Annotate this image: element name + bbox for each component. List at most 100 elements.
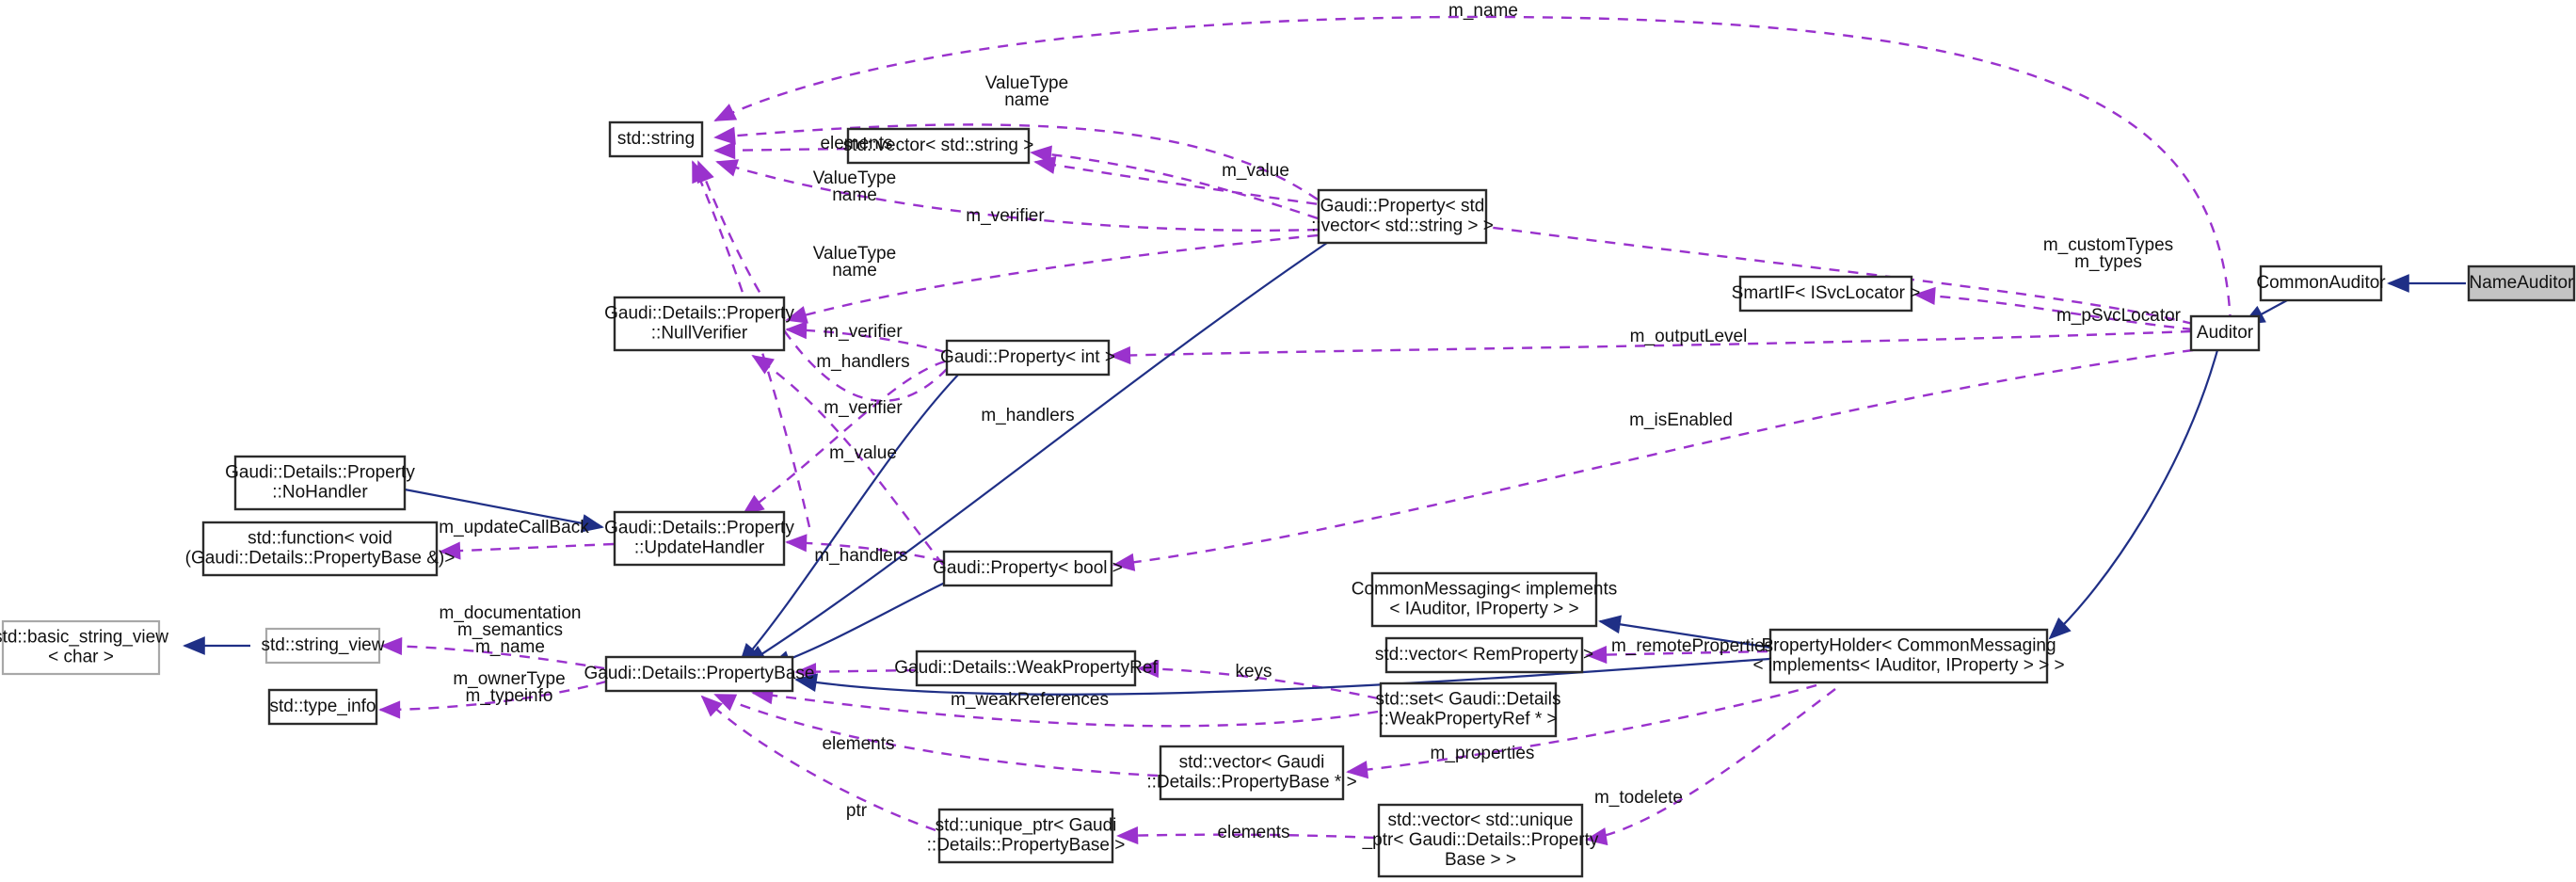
node-box[interactable]: [1377, 803, 1584, 878]
edge-label-texts: m_nameValueTypenameelementsm_valueValueT…: [439, 1, 2181, 842]
node-label-text: std::vector< RemProperty >: [1375, 645, 1593, 665]
node-label-text: < IAuditor, IProperty > >: [1389, 600, 1578, 619]
node-label-text: Gaudi::Details::Property: [604, 304, 794, 324]
node-label-text: ::Details::PropertyBase >: [927, 836, 1126, 856]
node-box[interactable]: [1379, 682, 1558, 738]
node-label-text: Gaudi::Property< int >: [940, 347, 1115, 367]
class-node-weak_property_ref[interactable]: Gaudi::Details::WeakPropertyRef: [894, 649, 1158, 687]
node-label-text: std::vector< Gaudi: [1179, 753, 1325, 773]
class-node-prop_bool[interactable]: Gaudi::Property< bool >: [933, 550, 1123, 587]
class-node-std_string_view[interactable]: std::string_view: [262, 627, 385, 665]
node-box[interactable]: [2189, 314, 2261, 352]
node-label-text: std::string: [617, 129, 695, 149]
class-node-common_auditor[interactable]: CommonAuditor: [2256, 265, 2386, 302]
node-label-text: std::vector< std::unique: [1388, 810, 1574, 830]
node-label-text: std::type_info: [269, 697, 376, 716]
edge-label-lbl_m_updateCallBack: m_updateCallBack: [439, 518, 589, 537]
node-box[interactable]: [1738, 275, 1913, 313]
class-node-std_basic_string_view[interactable]: std::basic_string_view< char >: [0, 619, 168, 676]
edge-label-lbl_valuetype_2: ValueType: [813, 168, 896, 188]
node-box[interactable]: [264, 627, 381, 665]
node-box[interactable]: [608, 120, 704, 158]
class-node-property_holder[interactable]: PropertyHolder< CommonMessaging< impleme…: [1752, 628, 2065, 684]
class-node-set_weakpropref[interactable]: std::set< Gaudi::Details::WeakPropertyRe…: [1376, 682, 1561, 738]
edge-label-lbl_m_handlers_2: m_handlers: [981, 406, 1074, 425]
class-node-auditor[interactable]: Auditor: [2189, 314, 2261, 352]
node-label-text: Gaudi::Details::Property: [225, 463, 415, 483]
class-node-property_base[interactable]: Gaudi::Details::PropertyBase: [584, 655, 815, 693]
class-node-common_messaging[interactable]: CommonMessaging< implements< IAuditor, I…: [1352, 571, 1617, 628]
edge-label-lbl_m_todelete: m_todelete: [1594, 788, 1683, 808]
class-node-std_function[interactable]: std::function< void(Gaudi::Details::Prop…: [185, 521, 456, 577]
class-node-vec_std_string[interactable]: std::vector< std::string >: [843, 127, 1034, 165]
node-label-text: ::Details::PropertyBase * >: [1146, 773, 1356, 793]
class-node-name_auditor[interactable]: NameAuditor: [2467, 265, 2576, 302]
node-label-text: Gaudi::Property< bool >: [933, 558, 1123, 578]
node-box[interactable]: [267, 688, 378, 726]
node-label-text: Gaudi::Details::PropertyBase: [584, 664, 814, 683]
edge-label-lbl_m_value_2: m_value: [829, 443, 897, 463]
node-label-text: std::unique_ptr< Gaudi: [936, 816, 1117, 836]
node-label-text: ::NoHandler: [272, 483, 368, 503]
node-label-text: CommonAuditor: [2256, 273, 2386, 293]
node-box[interactable]: [915, 649, 1137, 687]
class-node-prop_vec_string[interactable]: Gaudi::Property< std::vector< std::strin…: [1311, 188, 1494, 245]
edge-label-lbl_m_verifier_3: m_verifier: [824, 398, 903, 418]
node-label-text: (Gaudi::Details::PropertyBase &)>: [185, 549, 456, 569]
class-node-prop_int[interactable]: Gaudi::Property< int >: [940, 339, 1115, 377]
node-label-text: Gaudi::Property< std: [1320, 197, 1485, 216]
edge-label-lbl_m_verifier_2: m_verifier: [824, 322, 903, 342]
edge-label-lbl_m_pSvcLocator: m_pSvcLocator: [2056, 306, 2182, 326]
node-box[interactable]: [1, 619, 161, 676]
class-node-std_type_info[interactable]: std::type_info: [267, 688, 378, 726]
node-box[interactable]: [613, 510, 786, 567]
node-box[interactable]: [201, 521, 439, 577]
edge-label-lbl_m_ownerType: m_ownerType: [453, 669, 565, 689]
node-box[interactable]: [1159, 745, 1345, 801]
node-box[interactable]: [2467, 265, 2576, 302]
edge-label-lbl_elements_1: elements: [820, 134, 892, 153]
edge-label-lbl_m_customtypes: m_customTypes: [2043, 235, 2173, 255]
edge-label-lbl_m_outputLevel: m_outputLevel: [1630, 327, 1748, 346]
edge-label-lbl_name_3: name: [832, 261, 877, 281]
class-node-vec_uniqueptr_propbase[interactable]: std::vector< std::unique_ptr< Gaudi::Det…: [1362, 803, 1599, 878]
edge-label-lbl_m_verifier_1: m_verifier: [966, 206, 1045, 226]
class-node-prop_updatehandler[interactable]: Gaudi::Details::Property::UpdateHandler: [604, 510, 794, 567]
node-box[interactable]: [1768, 628, 2049, 684]
node-box[interactable]: [2259, 265, 2383, 302]
node-label-text: std::basic_string_view: [0, 628, 168, 648]
node-label-text: Gaudi::Details::Property: [604, 519, 794, 538]
edge-label-lbl_m_types: m_types: [2074, 252, 2142, 272]
edge-label-lbl_m_typeinfo: m_typeinfo: [466, 686, 553, 706]
node-label-text: Gaudi::Details::WeakPropertyRef: [894, 658, 1158, 678]
edge-label-lbl_m_properties: m_properties: [1431, 744, 1535, 763]
node-box[interactable]: [945, 339, 1111, 377]
node-label-text: std::function< void: [248, 529, 392, 549]
class-node-vec_remproperty[interactable]: std::vector< RemProperty >: [1375, 636, 1593, 674]
node-label-text: SmartIF< ISvcLocator >: [1732, 283, 1921, 303]
node-box[interactable]: [1370, 571, 1598, 628]
node-box[interactable]: [937, 808, 1114, 864]
class-node-uniqueptr_propbase[interactable]: std::unique_ptr< Gaudi::Details::Propert…: [927, 808, 1126, 864]
edge-label-lbl_m_name_top: m_name: [1448, 1, 1518, 21]
class-node-vec_propertybase_ptr[interactable]: std::vector< Gaudi::Details::PropertyBas…: [1146, 745, 1357, 801]
class-node-prop_nullverifier[interactable]: Gaudi::Details::Property::NullVerifier: [604, 296, 794, 352]
node-box[interactable]: [613, 296, 786, 352]
node-label-text: std::set< Gaudi::Details: [1376, 690, 1561, 710]
edge-label-lbl_m_handlers_3: m_handlers: [814, 546, 907, 566]
node-box[interactable]: [846, 127, 1031, 165]
class-node-prop_nohandler[interactable]: Gaudi::Details::Property::NoHandler: [225, 455, 415, 511]
node-label-text: NameAuditor: [2470, 273, 2575, 293]
node-box[interactable]: [942, 550, 1113, 587]
edge-label-lbl_m_semantics: m_semantics: [457, 620, 563, 640]
node-label-text: ::vector< std::string > >: [1311, 216, 1494, 236]
node-box[interactable]: [233, 455, 407, 511]
edge-label-lbl_m_value: m_value: [1222, 161, 1289, 181]
node-box[interactable]: [1384, 636, 1584, 674]
class-node-std_string[interactable]: std::string: [608, 120, 704, 158]
node-label-text: ::UpdateHandler: [634, 538, 765, 558]
node-label-text: ::NullVerifier: [651, 324, 748, 344]
node-box[interactable]: [604, 655, 794, 693]
class-node-smartif_isvclocator[interactable]: SmartIF< ISvcLocator >: [1732, 275, 1921, 313]
node-box[interactable]: [1317, 188, 1488, 245]
